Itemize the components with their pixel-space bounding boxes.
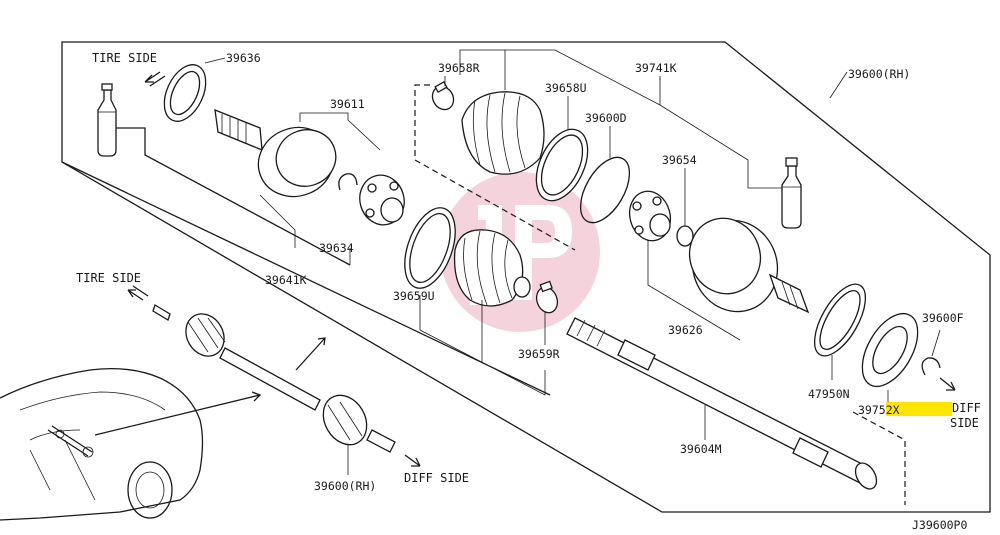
leader-39600rh-top <box>829 71 848 99</box>
leader-39600f <box>931 329 941 357</box>
inner-race-39626 <box>628 190 672 242</box>
washer-39752x <box>861 313 919 387</box>
label-39741k: 39741K <box>635 61 677 75</box>
leader-39636 <box>204 57 226 64</box>
label-47950n: 47950N <box>808 387 850 401</box>
tire-side-arrow-lower <box>127 285 149 301</box>
label-39636: 39636 <box>226 51 261 65</box>
boot-band-39659u <box>404 207 456 289</box>
dashed-guide-diff <box>852 411 906 505</box>
inner-housing <box>688 217 810 314</box>
pointer-arrow <box>94 391 262 436</box>
circlip-39600f <box>921 357 941 376</box>
label-39654: 39654 <box>662 153 697 167</box>
label-39600rh-bottom: 39600(RH) <box>314 479 376 493</box>
circlip-39634 <box>338 173 358 191</box>
label-39659u: 39659U <box>393 289 435 303</box>
highlight-39752x <box>886 402 952 416</box>
label-39600f: 39600F <box>922 311 964 325</box>
label-39611: 39611 <box>330 97 365 111</box>
shaft-39604m <box>566 317 878 490</box>
label-39658r: 39658R <box>438 61 480 75</box>
leader-39641k <box>259 194 296 248</box>
label-39752x: 39752X <box>858 403 900 417</box>
label-39634: 39634 <box>319 241 354 255</box>
tire-side-arrow-upper <box>144 71 166 87</box>
ring-39636 <box>163 64 207 122</box>
diff-side-label-upper-1: DIFF <box>952 401 981 415</box>
grease-bottle-left <box>97 83 117 157</box>
label-39600d: 39600D <box>585 111 627 125</box>
bracket-39741k <box>659 78 782 189</box>
up-arrow <box>295 337 326 371</box>
label-39658u: 39658U <box>545 81 587 95</box>
tire-side-label-lower: TIRE SIDE <box>76 271 141 285</box>
tire-side-label-upper: TIRE SIDE <box>92 51 157 65</box>
label-39604m: 39604M <box>680 442 722 456</box>
snap-ring-39600d <box>579 156 631 224</box>
bracket-39659 <box>419 295 546 396</box>
figure-code: J39600P0 <box>912 518 967 532</box>
boot-band-39658r <box>431 81 455 111</box>
boot-band-39659r <box>535 280 559 314</box>
leader-39611 <box>299 112 381 151</box>
leader-39658r <box>459 49 506 90</box>
diff-side-label-lower: DIFF SIDE <box>404 471 469 485</box>
outer-joint <box>214 108 337 198</box>
car-silhouette <box>0 368 204 521</box>
watermark-letter-p <box>515 205 572 300</box>
bracket-39641k <box>112 127 351 266</box>
leader-39626 <box>647 240 741 341</box>
frame-inner-line <box>61 161 551 396</box>
diff-side-arrow-lower <box>404 454 421 467</box>
outer-boot <box>461 91 545 175</box>
label-39641k: 39641K <box>265 273 307 287</box>
boot-band-39658u <box>535 128 589 202</box>
grease-bottle-right <box>781 157 802 229</box>
dashed-guide-boot <box>414 84 576 251</box>
driveshaft-assembly <box>152 304 396 453</box>
diff-side-label-upper-2: SIDE <box>950 416 979 430</box>
ring-47950n <box>813 283 867 357</box>
inner-boot <box>453 229 531 307</box>
leader-39658u <box>505 49 661 106</box>
inner-race-39611 <box>359 174 405 226</box>
label-39626: 39626 <box>668 323 703 337</box>
label-39600rh-top: 39600(RH) <box>848 67 910 81</box>
diff-side-arrow-upper <box>939 377 956 391</box>
label-39659r: 39659R <box>518 347 560 361</box>
